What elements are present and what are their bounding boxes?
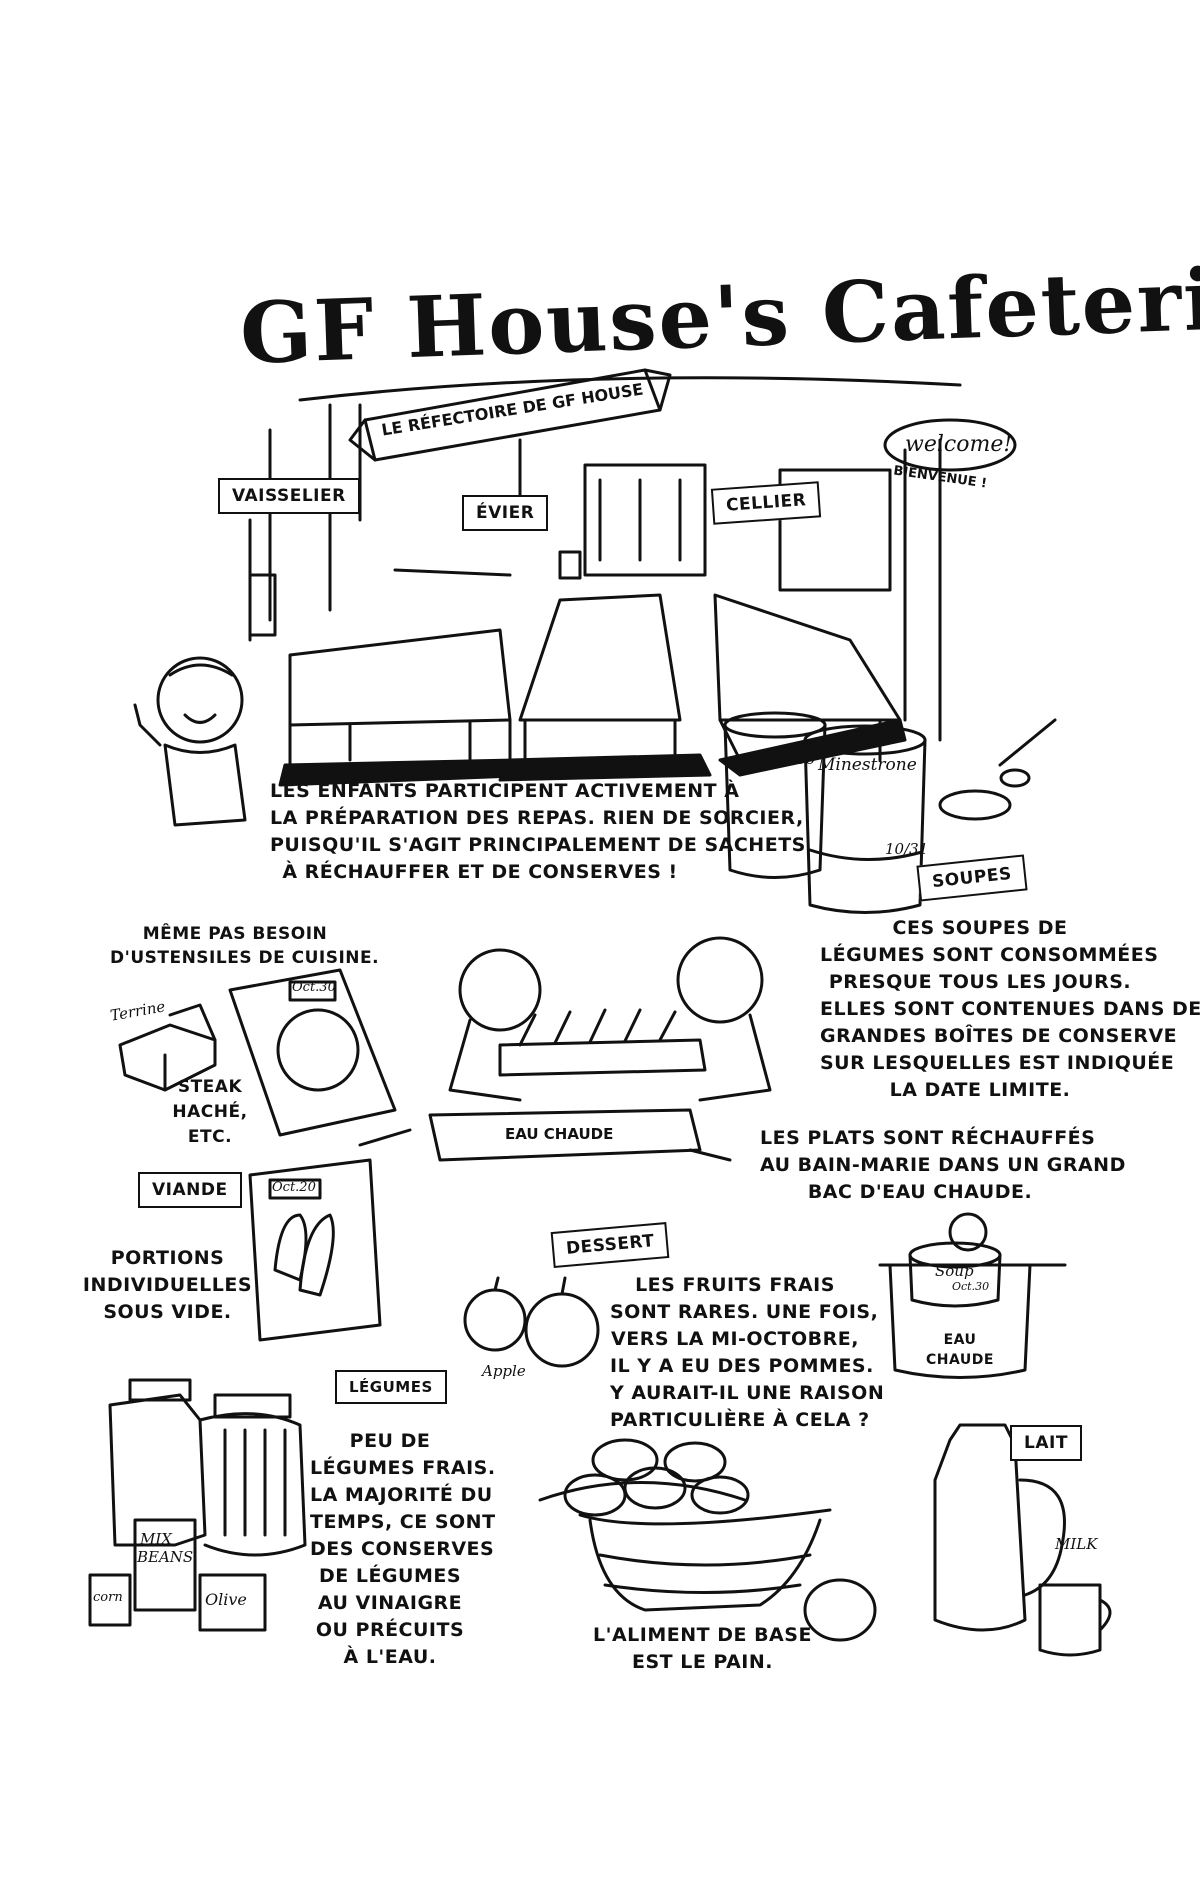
ustensiles-text: MÊME PAS BESOIN D'USTENSILES DE CUISINE. xyxy=(110,922,380,970)
soupes-line: GRANDES BOÎTES DE CONSERVE xyxy=(820,1025,1178,1047)
bain-marie-line: BAC D'EAU CHAUDE. xyxy=(807,1181,1033,1203)
bain-marie-line: LES PLATS SONT RÉCHAUFFÉS xyxy=(760,1127,1096,1149)
bread-basket-drawing xyxy=(538,1438,877,1642)
dessert-line: SONT RARES. UNE FOIS, xyxy=(610,1301,879,1323)
terrine-drawing xyxy=(118,1003,217,1092)
dessert-line: VERS LA MI-OCTOBRE, xyxy=(611,1328,859,1350)
soup-pot-eau-line: EAU xyxy=(943,1332,977,1348)
legumes-line: LA MAJORITÉ DU xyxy=(310,1484,493,1506)
viande-line: PORTIONS xyxy=(110,1247,225,1269)
label-lait: LAIT xyxy=(1010,1425,1082,1461)
legumes-line: TEMPS, CE SONT xyxy=(310,1511,496,1533)
legumes-line: À L'EAU. xyxy=(343,1646,437,1668)
can-label-cream: Cream So xyxy=(740,750,815,768)
steak-line: HACHÉ, xyxy=(172,1102,248,1122)
soup-pot-eau-line: CHAUDE xyxy=(926,1352,994,1368)
steak-text: STEAK HACHÉ, ETC. xyxy=(165,1075,255,1150)
viande-line: INDIVIDUELLES xyxy=(82,1274,253,1296)
viande-line: SOUS VIDE. xyxy=(103,1301,232,1323)
soupes-line: ELLES SONT CONTENUES DANS DE xyxy=(820,998,1200,1020)
bain-marie-text: LES PLATS SONT RÉCHAUFFÉS AU BAIN-MARIE … xyxy=(760,1125,1126,1206)
legumes-text: PEU DE LÉGUMES FRAIS. LA MAJORITÉ DU TEM… xyxy=(310,1428,496,1671)
label-cellier: CELLIER xyxy=(710,481,822,525)
intro-line: LES ENFANTS PARTICIPENT ACTIVEMENT À xyxy=(270,780,740,802)
label-legumes: LÉGUMES xyxy=(335,1370,447,1404)
soup-pot-date: Oct.30 xyxy=(952,1280,990,1293)
bain-marie-line: AU BAIN-MARIE DANS UN GRAND xyxy=(760,1154,1126,1176)
kids-tray-drawing xyxy=(358,936,772,1162)
soupes-line: LA DATE LIMITE. xyxy=(889,1079,1071,1101)
soupes-line: PRESQUE TOUS LES JOURS. xyxy=(828,971,1132,993)
can-label-minestrone: Minestrone xyxy=(818,755,917,775)
banner-scroll-drawing xyxy=(348,368,672,462)
soupes-text: CES SOUPES DE LÉGUMES SONT CONSOMMÉES PR… xyxy=(820,915,1200,1104)
pain-line: L'ALIMENT DE BASE xyxy=(593,1624,812,1646)
intro-text: LES ENFANTS PARTICIPENT ACTIVEMENT À LA … xyxy=(270,778,806,886)
soup-pot-eau-text: EAU CHAUDE xyxy=(920,1330,1000,1370)
meat-bag-drawing xyxy=(248,1158,382,1342)
can-date: 10/31 xyxy=(885,840,929,858)
meat-bag-date: Oct.20 xyxy=(272,1180,316,1195)
intro-line: PUISQU'IL S'AGIT PRINCIPALEMENT DE SACHE… xyxy=(270,834,806,856)
ustensiles-line: D'USTENSILES DE CUISINE. xyxy=(110,948,380,968)
apple-label: Apple xyxy=(482,1362,526,1380)
legumes-line: DES CONSERVES xyxy=(310,1538,495,1560)
eau-chaude-tray-label: EAU CHAUDE xyxy=(505,1125,614,1143)
soupes-line: LÉGUMES SONT CONSOMMÉES xyxy=(820,944,1159,966)
steak-bag-drawing xyxy=(228,968,397,1137)
legumes-line: LÉGUMES FRAIS. xyxy=(310,1457,496,1479)
child-figure-drawing xyxy=(133,656,247,827)
dessert-line: PARTICULIÈRE À CELA ? xyxy=(610,1409,870,1431)
intro-line: LA PRÉPARATION DES REPAS. RIEN DE SORCIE… xyxy=(270,807,804,829)
apples-drawing xyxy=(463,1276,600,1368)
jar-beans-label: BEANS xyxy=(137,1548,194,1566)
legumes-line: PEU DE xyxy=(349,1430,431,1452)
dessert-line: LES FRUITS FRAIS xyxy=(635,1274,835,1296)
soup-cans-drawing xyxy=(723,711,1057,914)
steak-line: STEAK xyxy=(177,1077,243,1097)
dessert-line: IL Y A EU DES POMMES. xyxy=(610,1355,874,1377)
legumes-line: OU PRÉCUITS xyxy=(315,1619,465,1641)
pickle-jars-drawing xyxy=(88,1378,307,1632)
legumes-line: AU VINAIGRE xyxy=(317,1592,463,1614)
cafeteria-room-drawing xyxy=(248,376,962,742)
soupes-line: CES SOUPES DE xyxy=(892,917,1068,939)
milk-label: MILK xyxy=(1055,1535,1098,1553)
pain-line: EST LE PAIN. xyxy=(631,1651,773,1673)
pain-text: L'ALIMENT DE BASE EST LE PAIN. xyxy=(585,1622,820,1676)
dessert-text: LES FRUITS FRAIS SONT RARES. UNE FOIS, V… xyxy=(610,1272,885,1434)
viande-text: PORTIONS INDIVIDUELLES SOUS VIDE. xyxy=(80,1245,255,1326)
label-viande: VIANDE xyxy=(138,1172,242,1208)
bain-marie-drawing xyxy=(878,1212,1067,1379)
dessert-line: Y AURAIT-IL UNE RAISON xyxy=(610,1382,885,1404)
ustensiles-line: MÊME PAS BESOIN xyxy=(142,924,328,944)
label-vaisselier: VAISSELIER xyxy=(218,478,360,514)
jar-mix-label: MIX xyxy=(140,1530,172,1548)
steak-bag-date: Oct.30 xyxy=(292,980,336,995)
can-corn-label: corn xyxy=(93,1590,123,1605)
soup-pot-label: Soup xyxy=(935,1262,974,1280)
intro-line: À RÉCHAUFFER ET DE CONSERVES ! xyxy=(282,861,678,883)
welcome-text: welcome! xyxy=(905,432,1013,457)
welcome-bubble-drawing xyxy=(883,418,1017,472)
legumes-line: DE LÉGUMES xyxy=(318,1565,462,1587)
steak-line: ETC. xyxy=(187,1127,233,1147)
label-evier: ÉVIER xyxy=(462,495,549,531)
soupes-line: SUR LESQUELLES EST INDIQUÉE xyxy=(820,1052,1175,1074)
jar-olive-label: Olive xyxy=(205,1590,247,1609)
